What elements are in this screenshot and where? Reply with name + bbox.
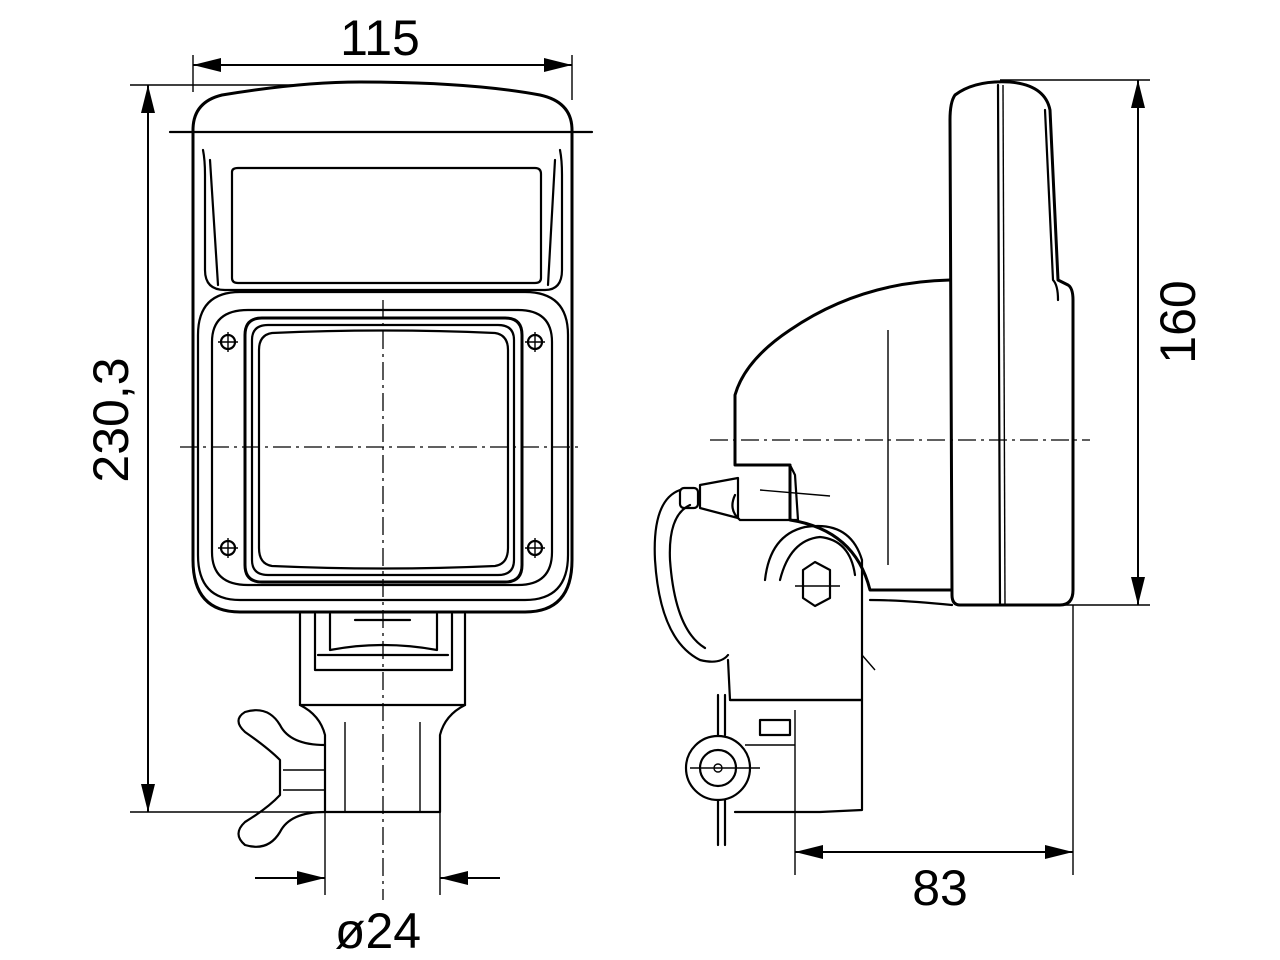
side-housing-body — [733, 278, 952, 592]
side-head-front — [948, 80, 1075, 607]
right-groove — [546, 158, 557, 287]
height-label: 230,3 — [83, 357, 139, 482]
bezel-screws — [218, 332, 545, 558]
side-bail-inner — [668, 503, 707, 650]
diameter-label: ø24 — [335, 903, 421, 959]
cable-gland — [678, 463, 831, 522]
dim-side-height: 160 — [1131, 80, 1206, 605]
left-groove — [208, 158, 220, 287]
dim-diameter: ø24 — [255, 871, 500, 959]
pivot-bracket — [726, 524, 876, 702]
side-housing-bottom — [868, 598, 954, 607]
side-view — [653, 79, 1150, 875]
dim-width: 115 — [193, 10, 572, 72]
dim-depth: 83 — [795, 845, 1073, 916]
lens-ring-middle — [250, 323, 516, 577]
lens-surface — [257, 329, 510, 570]
dim-height: 230,3 — [83, 85, 155, 812]
side-lens-line — [996, 83, 1002, 607]
clamp-bolt — [684, 693, 760, 847]
front-view — [130, 55, 594, 900]
depth-label: 83 — [912, 860, 968, 916]
width-label: 115 — [340, 10, 420, 66]
lamp-bezel-outer — [196, 290, 570, 602]
lens-ring-outer — [243, 316, 524, 584]
side-height-label: 160 — [1150, 280, 1206, 363]
upper-window — [230, 166, 543, 285]
front-housing-outline — [191, 80, 574, 614]
side-lower-stud — [728, 698, 864, 814]
front-mount-bracket — [298, 612, 467, 814]
upper-inner-frame — [201, 148, 564, 292]
lamp-bezel-inner — [210, 308, 554, 587]
wing-nut — [237, 709, 327, 848]
side-bail — [653, 488, 730, 663]
side-head-inner — [1043, 108, 1060, 302]
